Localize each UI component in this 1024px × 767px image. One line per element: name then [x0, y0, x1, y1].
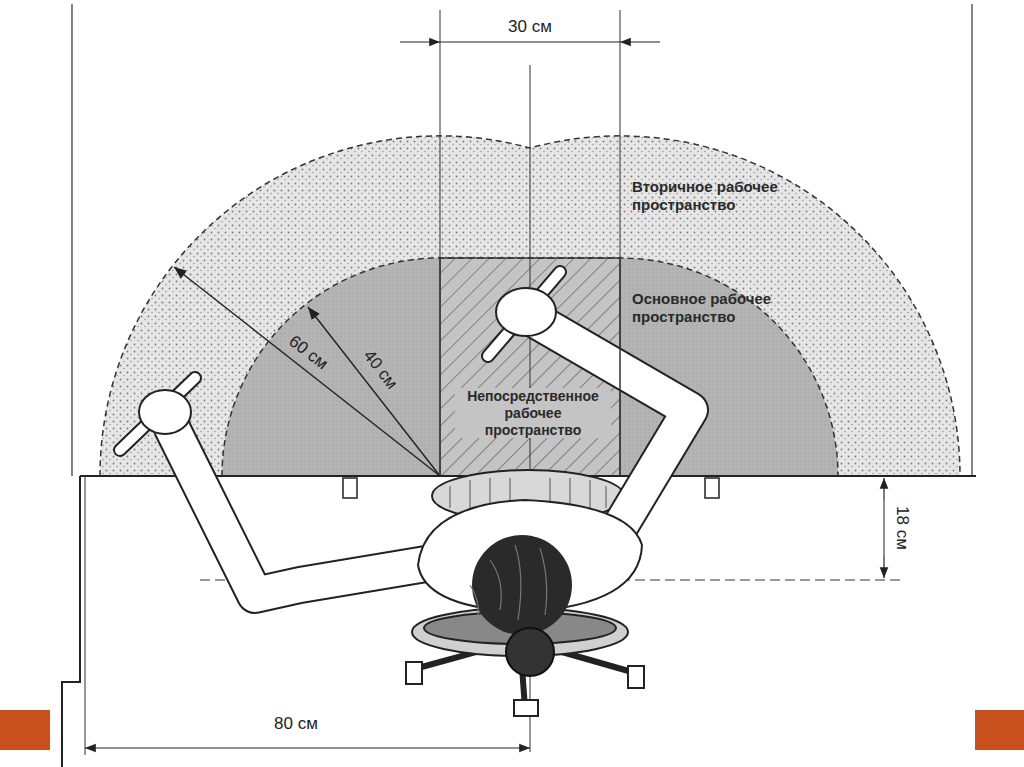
drawing-path [470, 585, 478, 615]
zone-label: Непосредственное рабочее пространство [455, 388, 611, 438]
drawing-rect [514, 700, 538, 716]
zone-border [440, 258, 620, 476]
drawing-circle [472, 535, 572, 635]
drawing-line [308, 307, 440, 476]
drawing-path [490, 560, 501, 610]
drawing-line [440, 42, 620, 43]
drawing-line [606, 486, 607, 508]
drawing-line [884, 500, 885, 556]
zone-outline [440, 258, 620, 476]
zone-label: Вторичное рабочее пространство [632, 178, 782, 214]
drawing-ellipse [496, 288, 556, 336]
drawing-line [450, 486, 451, 508]
drawing-ellipse [139, 390, 191, 434]
secondary-zone: Вторичное рабочее пространствоОсновное р… [100, 130, 966, 476]
drawing-rect [406, 662, 422, 684]
dimension-label: 18 см [893, 503, 912, 553]
drawing-line [174, 267, 440, 476]
drawing-path [540, 548, 547, 615]
zone-border [100, 136, 960, 476]
drawing-line [620, 41, 660, 42]
drawing-line [120, 378, 195, 450]
drawing-path [515, 545, 521, 620]
drawing-line [883, 478, 884, 500]
drawing-line [85, 476, 86, 755]
drawing-polyline [172, 428, 450, 595]
drawing-rect [0, 710, 50, 750]
drawing-line [400, 41, 440, 42]
drawing-line [488, 272, 560, 356]
drawing-line [85, 747, 530, 748]
dimension-label: 30 см [505, 18, 555, 37]
drawing-polyline [62, 476, 80, 767]
drawing-g [470, 545, 547, 620]
drawing-rect [343, 478, 357, 498]
drawing-line [120, 378, 195, 450]
drawing-rect [628, 666, 644, 688]
zone-border [222, 258, 838, 476]
drawing-circle [506, 628, 554, 676]
dimension-label: 80 см [271, 715, 321, 734]
drawing-rect [705, 478, 719, 498]
immediate-zone: Непосредственное рабочее пространство [440, 258, 620, 476]
drawing-rect [975, 710, 1024, 750]
drawing-line [71, 4, 72, 476]
drawing-line [971, 4, 972, 476]
drawing-line [488, 272, 560, 356]
drawing-polyline [172, 428, 450, 595]
zone-label: Основное рабочее пространство [632, 290, 782, 326]
drawing-line [883, 556, 884, 578]
